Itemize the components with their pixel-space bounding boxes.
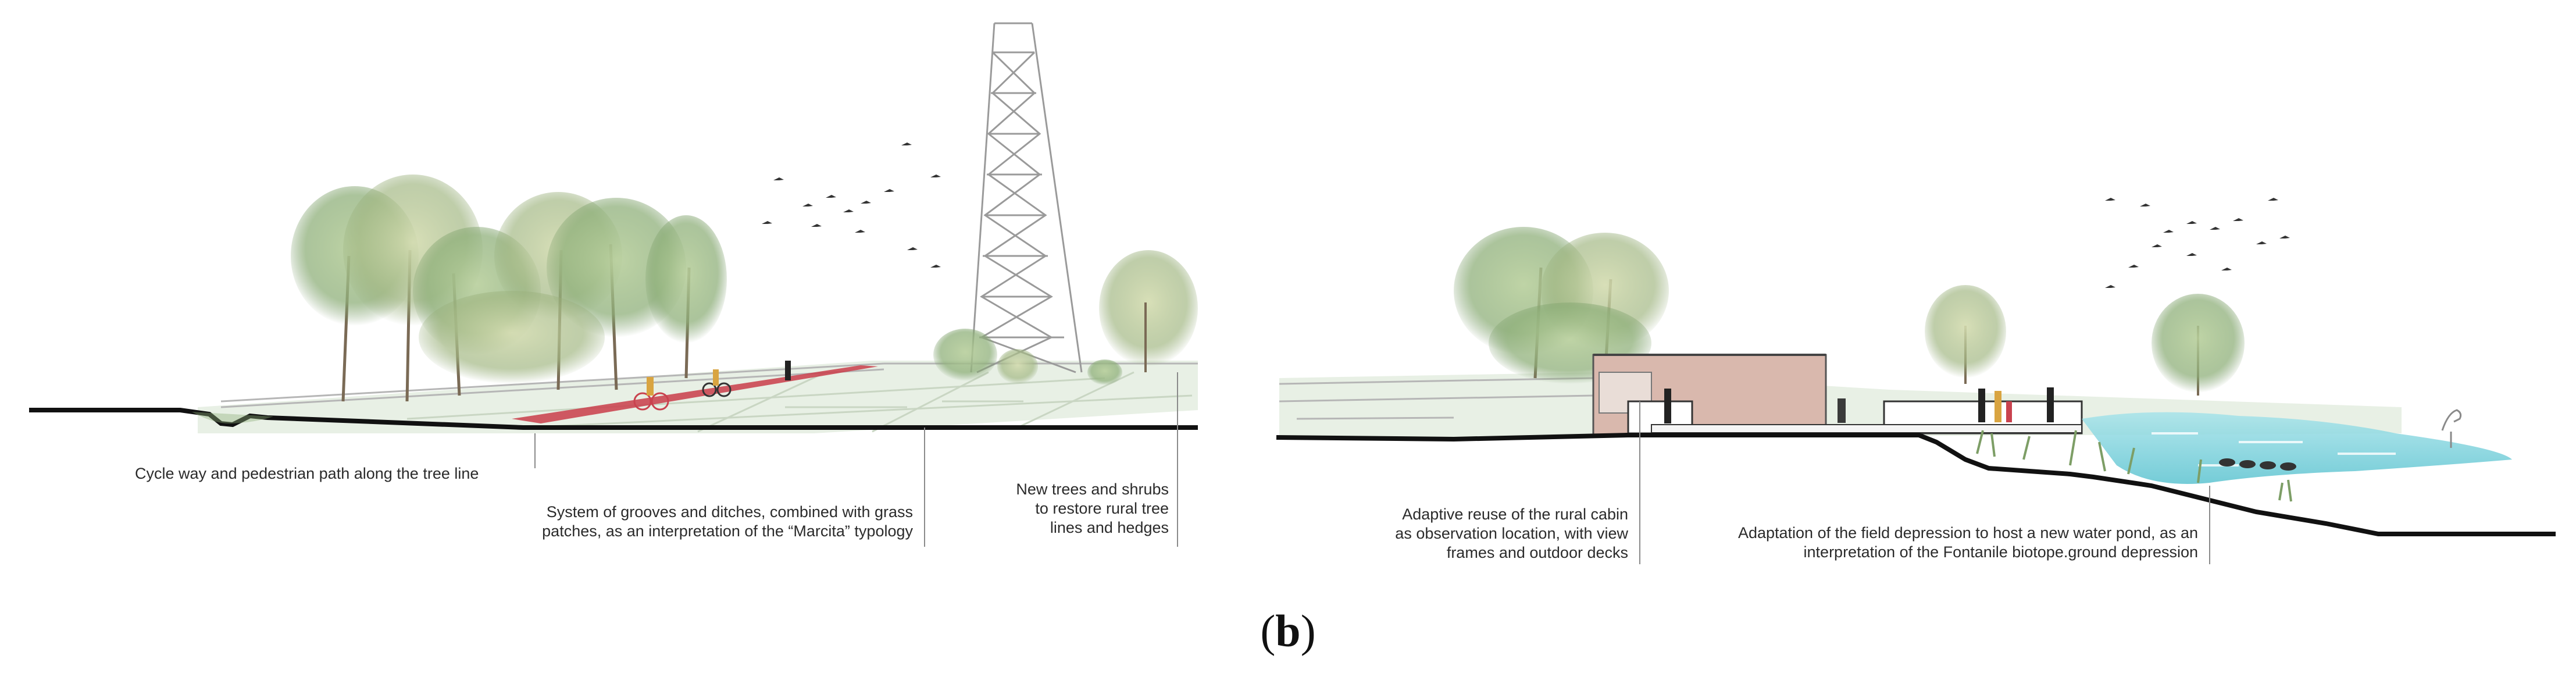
pylon-tower	[970, 22, 1083, 373]
annotation-new-trees-line-2: to restore rural tree	[1035, 500, 1169, 517]
annotation-grooves-line-2: patches, as an interpretation of the “Ma…	[542, 522, 913, 540]
ditch-depression	[192, 412, 273, 424]
annotation-new-trees: New trees and shrubs to restore rural tr…	[989, 480, 1169, 537]
tree-line-left	[291, 175, 727, 402]
annotation-rural-cabin-line-1: Adaptive reuse of the rural cabin	[1402, 505, 1628, 523]
rural-cabin	[1592, 354, 2083, 437]
birds-right	[2105, 198, 2290, 288]
people-on-path	[633, 361, 791, 411]
heron	[2441, 409, 2462, 448]
annotation-rural-cabin-line-3: frames and outdoor decks	[1446, 544, 1628, 561]
birds-left	[762, 143, 941, 268]
annotation-water-pond: Adaptation of the field depression to ho…	[1617, 524, 2198, 562]
people-on-deck	[1664, 387, 2054, 423]
annotation-rural-cabin: Adaptive reuse of the rural cabin as obs…	[1332, 505, 1628, 562]
annotation-new-trees-line-3: lines and hedges	[1050, 519, 1169, 536]
caption-open-paren: (	[1260, 606, 1276, 656]
annotation-new-trees-line-1: New trees and shrubs	[1016, 480, 1169, 498]
figure-caption: (b)	[0, 605, 2576, 657]
annotation-grooves-line-1: System of grooves and ditches, combined …	[546, 503, 913, 521]
annotation-water-pond-line-2: interpretation of the Fontanile biotope.…	[1803, 543, 2198, 561]
reeds	[1976, 430, 2292, 502]
leader-lines-right	[1639, 401, 2210, 564]
lawn-plane-left	[198, 361, 1198, 433]
ducks	[2219, 458, 2296, 471]
annotation-rural-cabin-line-2: as observation location, with view	[1395, 525, 1628, 542]
left-section	[29, 22, 1198, 433]
trees-right	[1454, 227, 2245, 396]
ground-line-right	[1276, 433, 2556, 536]
caption-letter: b	[1275, 606, 1301, 656]
leader-lines-left	[534, 372, 1178, 547]
right-section	[1276, 198, 2556, 536]
annotation-water-pond-line-1: Adaptation of the field depression to ho…	[1737, 524, 2198, 542]
annotation-cycle-path: Cycle way and pedestrian path along the …	[135, 465, 479, 482]
pond-water	[2082, 412, 2512, 484]
annotation-grooves: System of grooves and ditches, combined …	[459, 503, 913, 541]
ground-line-left	[29, 408, 1198, 430]
shrubs-left	[933, 250, 1198, 385]
caption-close-paren: )	[1300, 606, 1316, 656]
